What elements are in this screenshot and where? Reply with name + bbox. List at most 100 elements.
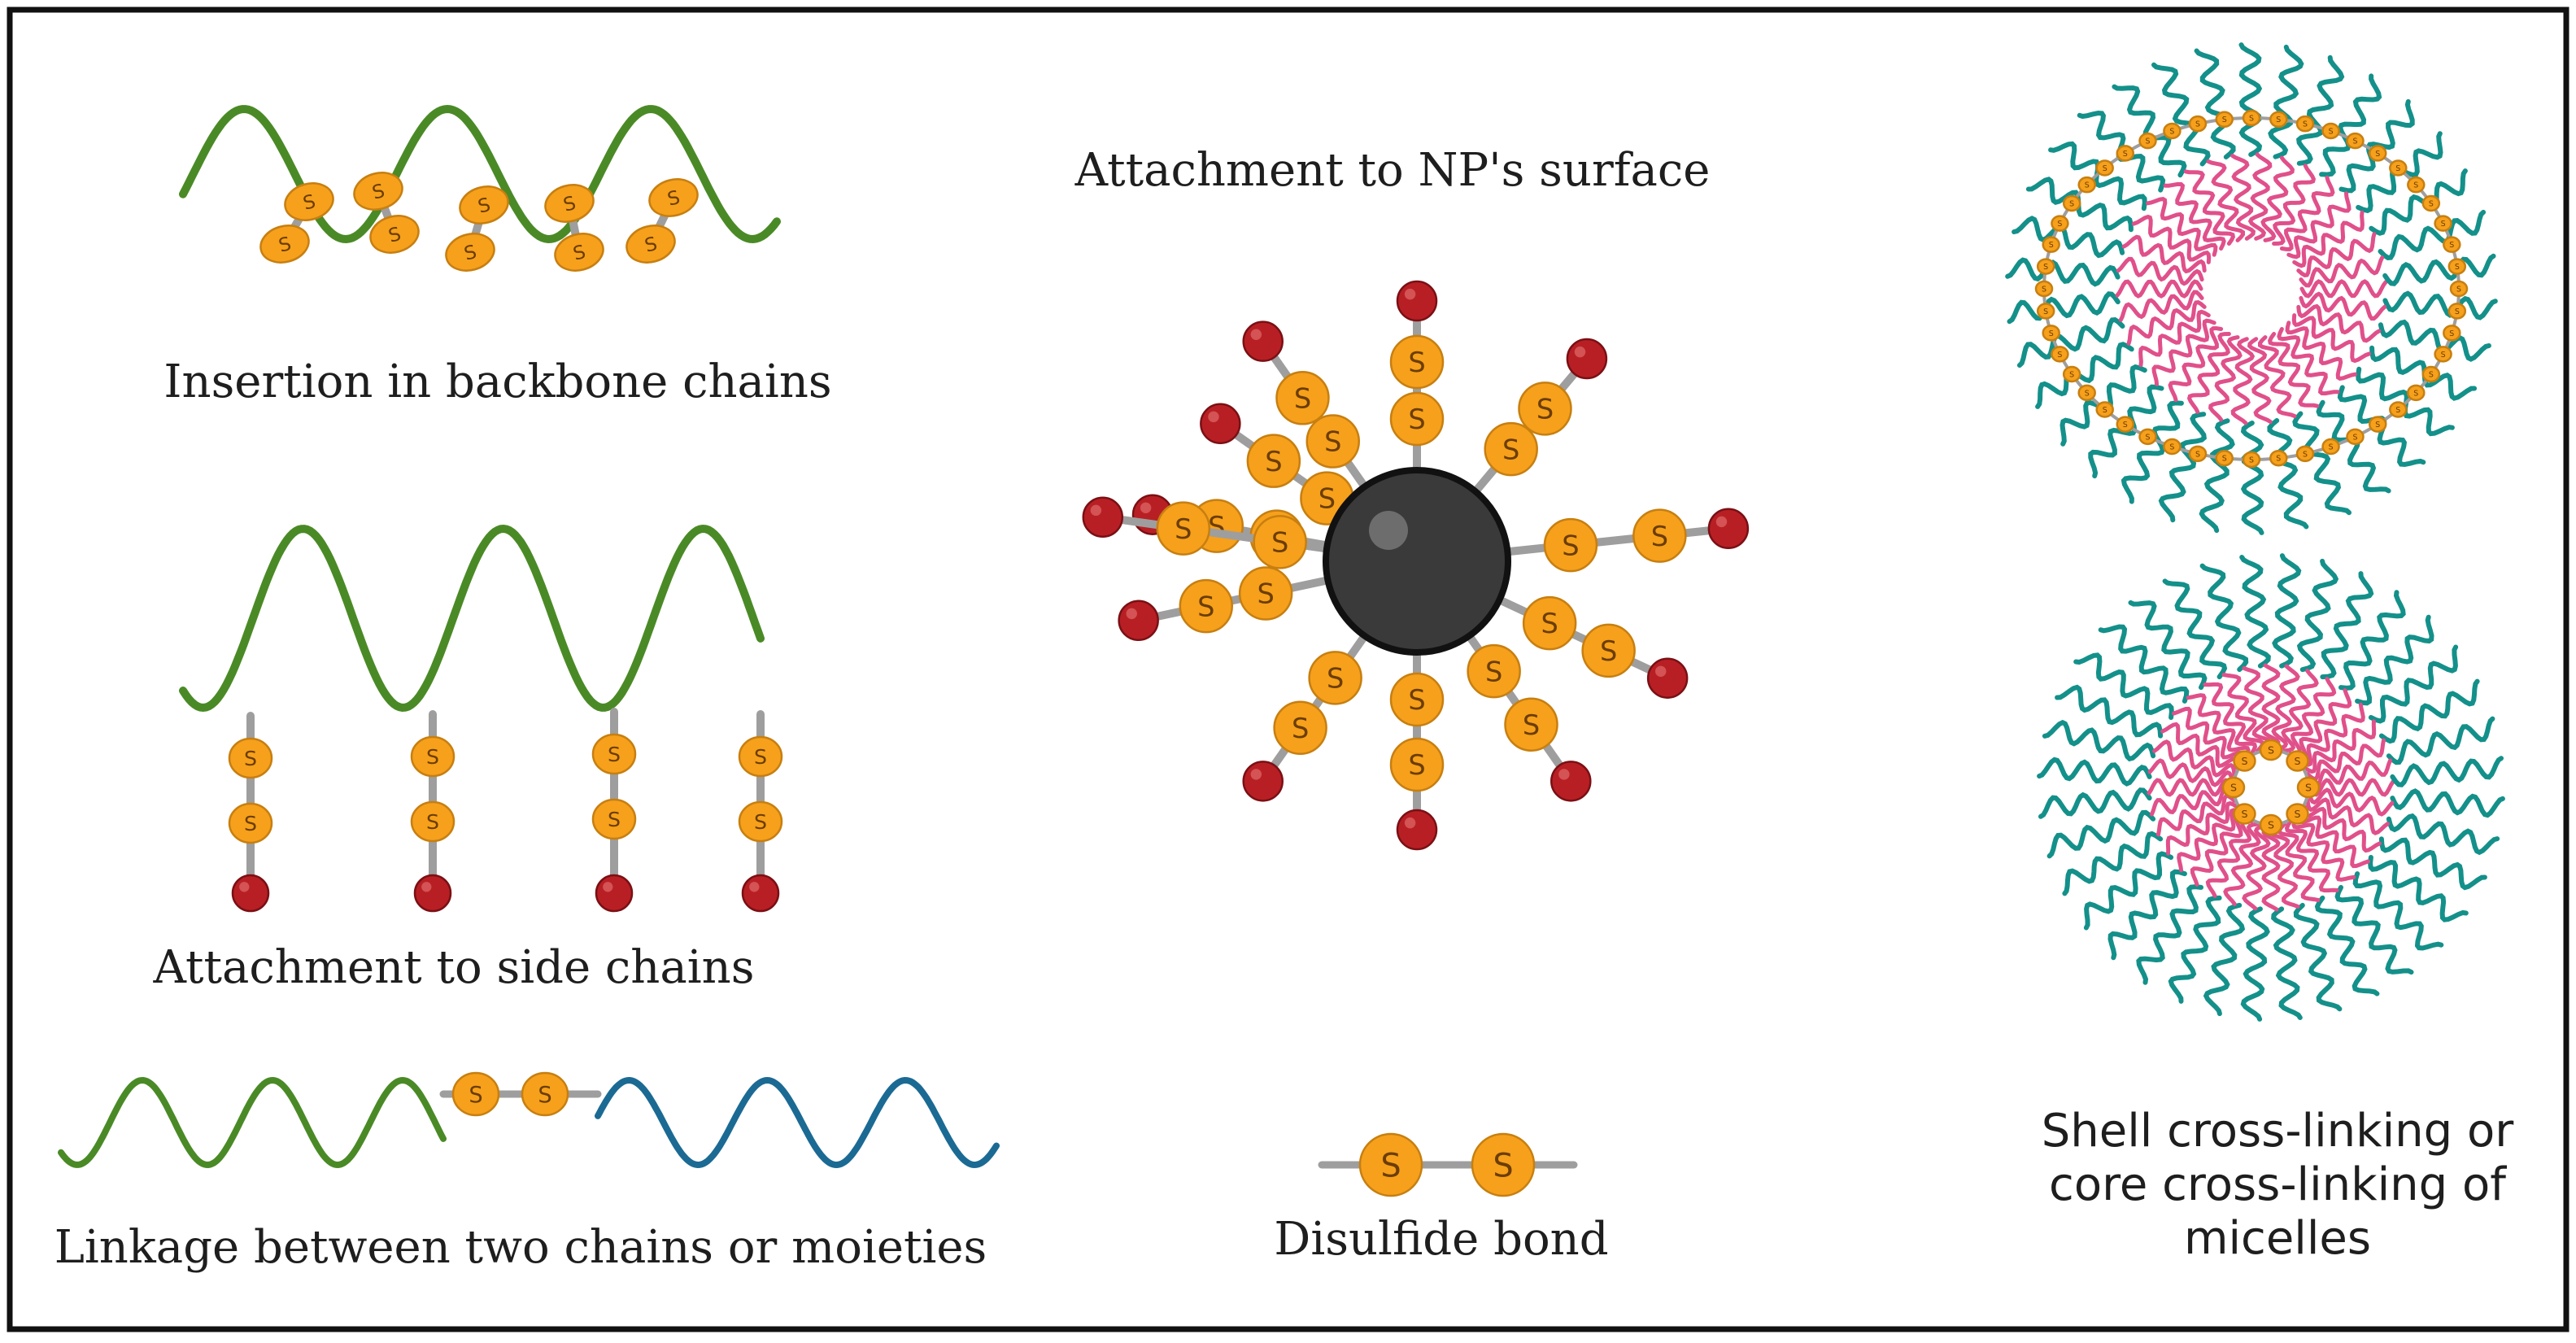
end-group [1242, 761, 1284, 802]
sulfur-atom-body [1471, 1132, 1536, 1197]
micelle-core-chain [2247, 337, 2273, 424]
end-group-highlight [1126, 608, 1137, 620]
micelle-core-chain [2286, 191, 2352, 259]
sulfur-atom: S [451, 1071, 500, 1117]
sulfur-symbol: S [2169, 127, 2174, 136]
end-group-highlight [1655, 665, 1667, 678]
micelle-core-chain [2291, 815, 2356, 882]
sulfur-symbol: S [2395, 164, 2400, 173]
micelle-shell-chain [2048, 141, 2147, 211]
micelle-core-chain [2147, 778, 2234, 797]
sulfur-atom: S [2095, 401, 2114, 418]
end-group [1396, 809, 1438, 851]
sulfur-symbol: S [1502, 434, 1519, 465]
sulfur-atom-body [2269, 111, 2288, 129]
sulfur-symbol: S [2441, 351, 2446, 360]
main-chain [179, 524, 765, 713]
sulfur-atom-body [2296, 776, 2321, 799]
sulfur-atom: S [2036, 303, 2055, 320]
micelle-shell-chain [2320, 571, 2374, 680]
micelle-core-chain [2307, 787, 2395, 817]
micelle-shell-chain [2037, 757, 2152, 787]
sulfur-atom: S [1632, 508, 1687, 563]
nanoparticle-highlight [1369, 511, 1408, 550]
sulfur-atom: S [2389, 401, 2408, 418]
micelle-shell-chain [2356, 366, 2455, 437]
micelle-core-chain [2297, 810, 2370, 869]
sulfur-atom-body [1389, 391, 1445, 447]
sulfur-symbol: S [1197, 591, 1214, 622]
sulfur-atom-body [2163, 122, 2182, 140]
end-group [413, 874, 452, 913]
sulfur-symbol: S [2303, 120, 2308, 129]
sulfur-atom-body [2042, 236, 2060, 253]
micelle-shell-chain [2005, 257, 2121, 287]
micelle-core-chain [2221, 673, 2265, 753]
sulfur-atom-body [2163, 438, 2182, 456]
end-group [1646, 657, 1689, 699]
sulfur-symbol: S [277, 233, 294, 257]
sulfur-symbol: S [2169, 443, 2174, 451]
sulfur-symbol: S [2303, 450, 2308, 459]
disulfide-label: Disulfide bond [1274, 1213, 1609, 1266]
sulfur-atom-body [2259, 813, 2283, 836]
sulfur-symbol: S [469, 1083, 482, 1108]
micelle-core-chain [2138, 309, 2211, 368]
sulfur-symbol: S [2123, 421, 2128, 429]
sulfur-symbol: S [2249, 114, 2254, 123]
micelle-core-chain [2242, 666, 2273, 752]
sulfur-atom-body [1305, 414, 1361, 469]
micelle-shell-chain [2128, 600, 2208, 691]
micelle-core-chain [2121, 234, 2207, 274]
sulfur-atom-body [2295, 115, 2315, 133]
sulfur-atom: S [2215, 449, 2234, 467]
sulfur-atom: S [1275, 371, 1330, 425]
micelle-core-chain [2190, 813, 2248, 887]
micelle-core-chain [2230, 337, 2256, 425]
micelle-core-chain [2271, 664, 2300, 752]
sulfur-symbol: S [2195, 120, 2200, 129]
sulfur-symbol: S [2456, 285, 2461, 294]
sulfur-symbol: S [2103, 164, 2107, 173]
micelle-core-chain [2126, 300, 2207, 346]
micelle-shell-chain [2199, 563, 2249, 673]
sulfur-symbol: S [2043, 307, 2048, 316]
micelle-core-chain [2118, 290, 2204, 322]
micelle-shell-chain [2338, 590, 2406, 691]
sulfur-symbol: S [2295, 808, 2301, 820]
sulfur-symbol: S [1541, 608, 1558, 639]
sulfur-atom-body [1504, 697, 1558, 752]
sulfur-atom-body [2116, 416, 2135, 433]
micelle-core-chain [2230, 154, 2256, 241]
sulfur-atom: S [2443, 236, 2461, 253]
sulfur-symbol: S [2241, 808, 2247, 820]
sulfur-atom: S [2259, 813, 2283, 836]
sulfur-atom: S [2269, 111, 2288, 129]
micelle-shell-chain [2098, 624, 2190, 704]
end-group [1396, 280, 1438, 322]
sulfur-atom-body [2095, 159, 2114, 177]
sulfur-symbol: S [462, 242, 479, 265]
end-group-highlight [749, 882, 760, 892]
sulfur-atom-body [2447, 258, 2467, 275]
sulfur-atom-body [410, 800, 455, 843]
micelle-core-chain [2305, 738, 2386, 782]
end-group-highlight [1140, 502, 1152, 514]
micelle-shell-chain [2038, 787, 2152, 819]
sulfur-symbol: S [2042, 285, 2046, 294]
sulfur-atom-body [2242, 109, 2261, 127]
micelle-shell-chain [2062, 831, 2164, 896]
sulfur-atom: S [1253, 515, 1307, 569]
micelle-shell-chain [2035, 342, 2134, 409]
sulfur-atom-body [738, 735, 783, 778]
sulfur-atom: S [445, 233, 495, 272]
end-group [1200, 403, 1241, 445]
micelle-shell-chain [2369, 168, 2468, 236]
linkage-label: Linkage between two chains or moieties [54, 1221, 987, 1274]
sulfur-symbol: S [2241, 755, 2247, 767]
sulfur-atom-body [521, 1071, 569, 1117]
end-group [741, 874, 780, 913]
sulfur-atom: S [2221, 776, 2246, 799]
